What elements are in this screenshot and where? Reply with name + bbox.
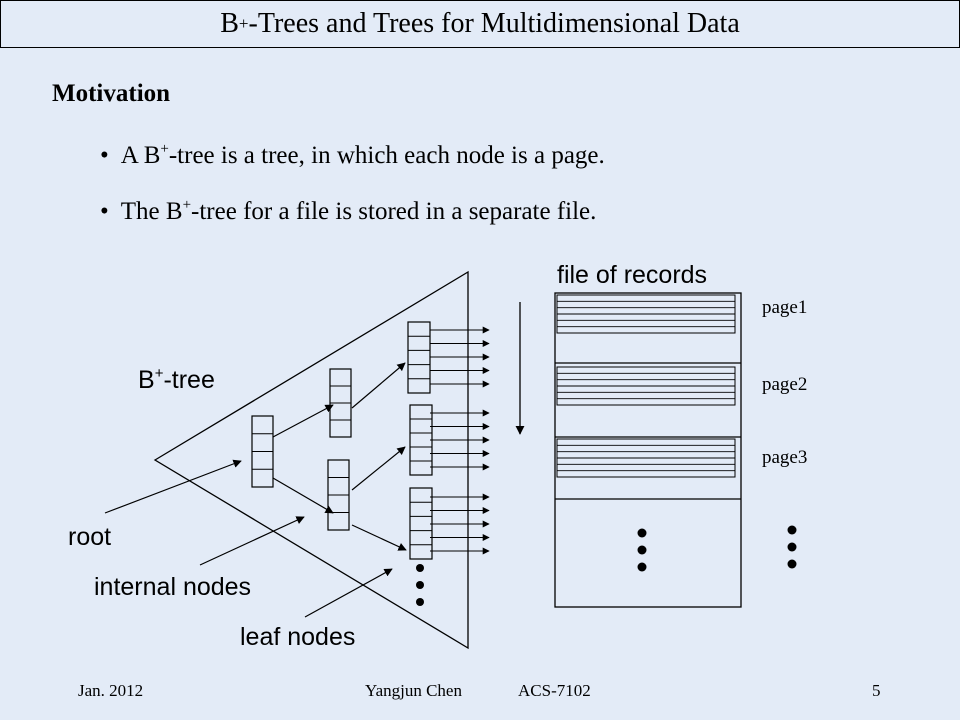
internal-node-lower — [327, 459, 350, 531]
root-label: root — [68, 523, 111, 551]
page1-label: page1 — [762, 297, 807, 318]
internal-node-upper — [329, 368, 352, 438]
page2-label: page2 — [762, 374, 807, 395]
bullet-1-after: -tree is a tree, in which each node is a… — [168, 142, 605, 169]
bullet-2-before: The B — [120, 198, 183, 225]
footer-page-number: 5 — [872, 681, 881, 700]
file-ellipsis-dot — [637, 562, 647, 572]
btree-label: B+-tree — [138, 365, 215, 394]
leaf-ellipsis-dot — [416, 598, 424, 606]
leaf-node-2 — [409, 404, 433, 476]
file-of-records-label: file of records — [557, 261, 707, 289]
leaf-node-1 — [407, 321, 431, 394]
internal-to-leaf2-arrow — [351, 446, 406, 491]
root-to-internal-upper-arrow — [272, 404, 334, 438]
tree-nodes — [251, 321, 433, 560]
footer-author: Yangjun Chen — [365, 681, 462, 700]
bullet-2-after: -tree for a file is stored in a separate… — [191, 198, 597, 225]
bullet-1-before: A B — [120, 142, 161, 169]
page-blocks — [555, 294, 741, 500]
root-pointer-arrow — [104, 459, 242, 514]
leaf-ellipsis-dot — [416, 564, 424, 572]
bullet-2: • The B+-tree for a file is stored in a s… — [100, 198, 596, 226]
footer-course: ACS-7102 — [518, 681, 591, 700]
btree-triangle — [153, 270, 469, 650]
page3-label: page3 — [762, 447, 807, 468]
page1-block — [555, 294, 741, 364]
footer-date: Jan. 2012 — [78, 681, 144, 700]
leaf-nodes-label: leaf nodes — [240, 623, 355, 651]
internal-to-leaf1-arrow — [351, 362, 406, 409]
file-ellipsis-dot — [637, 545, 647, 555]
page-ellipsis-dot — [787, 542, 797, 552]
title-prefix: B — [220, 8, 239, 39]
bullet-1-sup: + — [160, 141, 169, 157]
slide-title: B+-Trees and Trees for Multidimensional … — [0, 0, 960, 48]
root-to-internal-lower-arrow — [272, 477, 334, 514]
leaf-node-3 — [409, 487, 433, 560]
bullet-1: • A B+-tree is a tree, in which each node… — [100, 142, 605, 170]
page3-block — [555, 438, 741, 500]
internal-pointer-arrow — [199, 516, 305, 566]
title-rest: -Trees and Trees for Multidimensional Da… — [248, 8, 740, 39]
page-ellipsis-dot — [787, 559, 797, 569]
internal-to-leaf3-arrow — [351, 524, 407, 551]
bullet-dot: • — [100, 142, 109, 169]
root-node — [251, 415, 274, 488]
section-heading: Motivation — [52, 80, 171, 107]
file-ellipsis-dot — [637, 528, 647, 538]
file-rect — [554, 292, 742, 608]
bullet-2-sup: + — [182, 197, 192, 213]
page-ellipsis-dot — [787, 525, 797, 535]
bullet-dot: • — [100, 198, 109, 225]
page2-block — [555, 366, 741, 438]
leaf-ellipsis-dot — [416, 581, 424, 589]
internal-nodes-label: internal nodes — [94, 573, 251, 601]
leaf-pointer-arrow — [304, 568, 393, 618]
leaf-pointers — [430, 326, 490, 555]
